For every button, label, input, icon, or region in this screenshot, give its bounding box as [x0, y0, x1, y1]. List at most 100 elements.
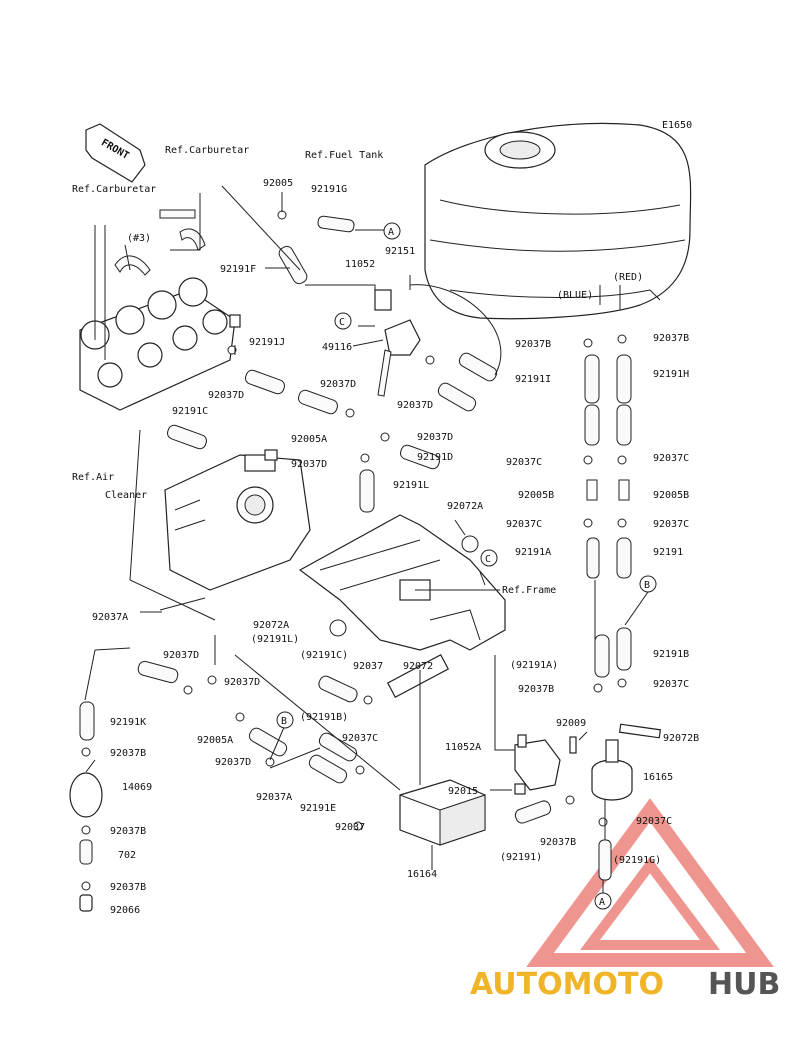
air-cleaner [164, 449, 311, 591]
marker-a: A [388, 227, 394, 238]
part-label: 92191K [110, 717, 146, 728]
part-label: 92037B [518, 684, 554, 695]
part-label: 92037D [417, 432, 453, 443]
marker-b: B [644, 580, 650, 591]
ref-air-cleaner-1: Ref.Air [72, 472, 114, 483]
ref-air-cleaner-2: Cleaner [105, 490, 147, 501]
ref-frame: Ref.Frame [502, 585, 556, 596]
part-label: 92037B [653, 333, 689, 344]
part-label: 92037B [540, 837, 576, 848]
part-label: 702 [118, 850, 136, 861]
part-label: 92037A [92, 612, 128, 623]
part-label: 92191A [515, 547, 551, 558]
part-label: 92037D [215, 757, 251, 768]
part-label: 92005B [518, 490, 554, 501]
marker-c: C [485, 554, 491, 565]
part-label: 92037D [397, 400, 433, 411]
part-label: 92037C [653, 519, 689, 530]
part-label: 16164 [407, 869, 437, 880]
fuel-cock-49116 [374, 289, 421, 397]
part-label: 92005 [263, 178, 293, 189]
reference-labels: E1650 Ref.Carburetar Ref.Fuel Tank Ref.C… [72, 120, 692, 596]
diagram-code: E1650 [662, 120, 692, 131]
part-label: 92072A [447, 501, 483, 512]
marker-c: C [339, 317, 345, 328]
part-label: 92037D [291, 459, 327, 470]
part-label: (92191C) [300, 650, 348, 661]
part-label: 14069 [122, 782, 152, 793]
part-label: 92072B [663, 733, 699, 744]
fuel-tank [424, 122, 692, 320]
fuel-filter-16165 [591, 739, 633, 801]
part-label: 92191 [653, 547, 683, 558]
watermark-text: AUTOMOTO HUB [470, 967, 780, 1002]
part-label: 92191L [393, 480, 429, 491]
bracket-11052a [514, 734, 561, 791]
part-label: 92005A [197, 735, 233, 746]
part-label: 92005A [291, 434, 327, 445]
part-label: 92037C [653, 453, 689, 464]
part-label: 92072A [253, 620, 289, 631]
part-label: 92037D [208, 390, 244, 401]
part-label: 92037B [515, 339, 551, 350]
circle-markers: A C C B B A [276, 222, 657, 910]
watermark-part2: HUB [708, 967, 780, 1002]
part-label: 92191C [172, 406, 208, 417]
ref-carburetor-top: Ref.Carburetar [165, 145, 249, 156]
part-label: 92037B [110, 882, 146, 893]
part-label: 92037 [335, 822, 365, 833]
ref-carburetor-left: Ref.Carburetar [72, 184, 156, 195]
part-label: 92037D [163, 650, 199, 661]
part-label: (92191B) [300, 712, 348, 723]
part-label: 92015 [448, 786, 478, 797]
clamps [81, 210, 662, 891]
part-label: 92191I [515, 374, 551, 385]
canister [399, 779, 486, 846]
watermark-logo [526, 798, 774, 967]
part-label: 11052A [445, 742, 481, 753]
part-label: 92037B [110, 748, 146, 759]
part-label: 92037D [224, 677, 260, 688]
part-label: 92151 [385, 246, 415, 257]
part-label: (92191A) [510, 660, 558, 671]
part-label: 92191J [249, 337, 285, 348]
part-label: 92191E [300, 803, 336, 814]
marker-b: B [281, 716, 287, 727]
part-label: 92037C [506, 457, 542, 468]
part-label: 92066 [110, 905, 140, 916]
part-label: (92191G) [613, 855, 661, 866]
part-label: 92037 [353, 661, 383, 672]
part-label: 92037B [110, 826, 146, 837]
part-label: 92037A [256, 792, 292, 803]
front-arrow: FRONT [85, 123, 146, 183]
part-label: 92037C [506, 519, 542, 530]
frame-part [298, 514, 506, 651]
part-label: 92072 [403, 661, 433, 672]
part-label: 16165 [643, 772, 673, 783]
part-label: 92191D [417, 452, 453, 463]
part-label: (92191L) [251, 634, 299, 645]
marker-a: A [599, 897, 605, 908]
hoses [69, 215, 632, 912]
blue-label: (BLUE) [557, 290, 593, 301]
part-label: 92037D [320, 379, 356, 390]
ref-fuel-tank: Ref.Fuel Tank [305, 150, 383, 161]
part-label: 92037C [653, 679, 689, 690]
part-label: 92191H [653, 369, 689, 380]
part-label: 49116 [322, 342, 352, 353]
cylinder-3-label: (#3) [127, 233, 151, 244]
part-label: 11052 [345, 259, 375, 270]
part-label: 92191B [653, 649, 689, 660]
red-label: (RED) [613, 272, 643, 283]
part-label: 92037C [636, 816, 672, 827]
part-label: (92191) [500, 852, 542, 863]
part-label: 92191G [311, 184, 347, 195]
part-label: 92191F [220, 264, 256, 275]
part-label: 92037C [342, 733, 378, 744]
part-label: 92005B [653, 490, 689, 501]
carburetor-assembly [79, 209, 241, 411]
part-number-labels: 92005 92191G 92151 11052 92191F 92191J 4… [92, 178, 699, 916]
watermark-part1: AUTOMOTO [470, 967, 664, 1002]
part-label: 92009 [556, 718, 586, 729]
